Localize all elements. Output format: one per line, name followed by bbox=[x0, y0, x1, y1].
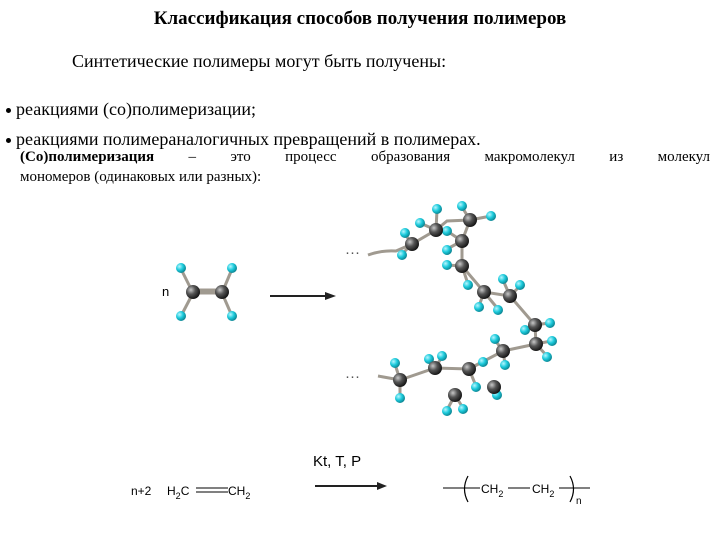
product-unit-1: CH2 bbox=[481, 482, 503, 499]
polymerization-equation: Kt, T, P n+2 H2C CH2 CH2 CH2 n bbox=[131, 453, 590, 507]
chain-continuation-dots-top: ··· bbox=[345, 244, 360, 261]
bullet-icon bbox=[6, 108, 11, 114]
definition-text-line1: – это процесс образования макромолекул и… bbox=[154, 149, 710, 165]
subtitle: Синтетические полимеры могут быть получе… bbox=[72, 51, 447, 71]
reactant-right-group: CH2 bbox=[228, 484, 250, 501]
definition-text-line2: мономеров (одинаковых или разных): bbox=[20, 169, 262, 185]
ethylene-monomer-model: n bbox=[162, 263, 237, 321]
reaction-coefficient: n+2 bbox=[131, 484, 152, 498]
product-unit-2: CH2 bbox=[532, 482, 554, 499]
monomer-count-label: n bbox=[162, 284, 169, 299]
definition-paragraph: (Со)полимеризация – это процесс образова… bbox=[20, 147, 710, 187]
reaction-arrow-model bbox=[270, 292, 336, 300]
chain-continuation-dots-bottom: ··· bbox=[345, 368, 360, 385]
bullet-item-polymer-analogous: реакциями полимераналогичных превращений… bbox=[6, 129, 481, 150]
reactant-left-group: H2C bbox=[167, 484, 190, 501]
reaction-conditions: Kt, T, P bbox=[313, 453, 361, 470]
product-subscript-n: n bbox=[576, 496, 582, 507]
page-title: Классификация способов получения полимер… bbox=[153, 8, 567, 29]
definition-term: (Со)полимеризация bbox=[20, 149, 155, 165]
product-bracket-left bbox=[463, 475, 469, 503]
bullet-item-copolymerization: реакциями (со)полимеризации; bbox=[6, 99, 256, 120]
polymer-chain-model: ··· ··· bbox=[345, 201, 557, 416]
equation-arrow-head bbox=[377, 482, 387, 490]
bullet-icon bbox=[6, 138, 11, 144]
product-bracket-right bbox=[569, 475, 575, 503]
